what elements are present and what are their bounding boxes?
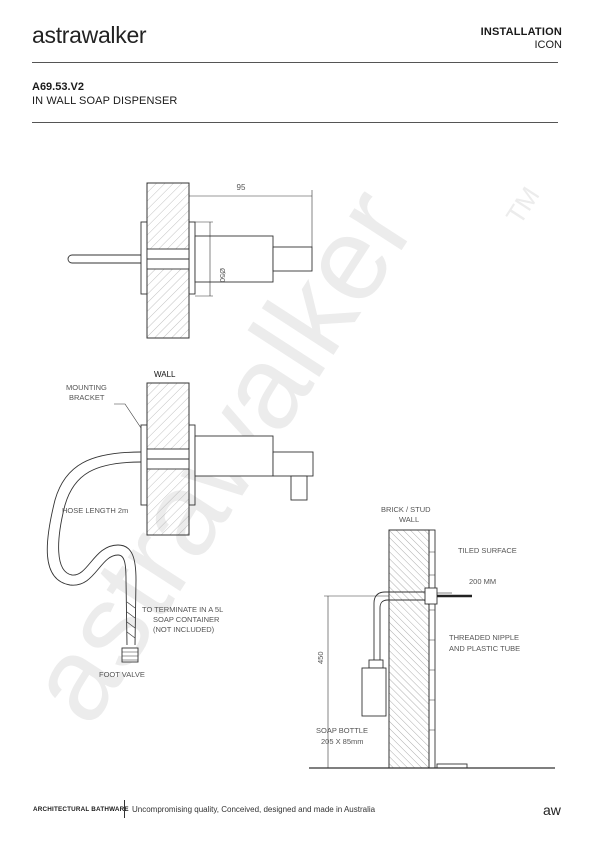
dimension-450: 450 bbox=[316, 651, 325, 664]
label-threaded-1: THREADED NIPPLE bbox=[449, 633, 519, 642]
flange-left-mid bbox=[140, 424, 148, 506]
flange-left-top bbox=[140, 221, 148, 295]
top-section-view bbox=[67, 182, 313, 339]
footer-tagline: Uncompromising quality, Conceived, desig… bbox=[132, 805, 376, 814]
label-threaded-2: AND PLASTIC TUBE bbox=[449, 644, 520, 653]
product-name: IN WALL SOAP DISPENSER bbox=[32, 95, 178, 107]
label-bracket: BRACKET bbox=[69, 393, 105, 402]
hose-section-view bbox=[46, 382, 314, 663]
document-type: INSTALLATION bbox=[480, 26, 562, 38]
dimension-95: 95 bbox=[237, 183, 246, 192]
skirting bbox=[436, 763, 468, 769]
label-brick-wall: WALL bbox=[399, 515, 419, 524]
label-hose-length: HOSE LENGTH 2m bbox=[62, 506, 128, 515]
label-terminate-2: SOAP CONTAINER bbox=[153, 615, 220, 624]
flange-right-top bbox=[188, 221, 196, 295]
footer-logo: aw bbox=[543, 802, 561, 818]
hose-braid bbox=[126, 601, 136, 639]
bottle-cap bbox=[368, 659, 384, 669]
header-divider bbox=[32, 62, 558, 63]
nozzle-arm-mid bbox=[272, 451, 314, 477]
product-code: A69.53.V2 bbox=[32, 81, 84, 93]
dispenser-body-mid bbox=[194, 435, 274, 477]
label-brick-stud: BRICK / STUD bbox=[381, 505, 431, 514]
plastic-tube-inner bbox=[379, 599, 425, 664]
dispenser-body-top bbox=[194, 235, 274, 283]
inlet-pipe-top bbox=[67, 254, 141, 264]
title-divider bbox=[32, 122, 558, 123]
label-soap-bottle: SOAP BOTTLE bbox=[316, 726, 368, 735]
mounting-bracket-leader bbox=[114, 403, 142, 429]
dimension-diameter: Ø50 bbox=[218, 268, 227, 282]
hose-inner bbox=[58, 461, 142, 646]
foot-valve-shape bbox=[121, 647, 139, 663]
label-bottle-size: 205 X 85mm bbox=[321, 737, 364, 746]
label-wall: WALL bbox=[154, 370, 176, 379]
nozzle-spout-mid bbox=[290, 475, 308, 501]
label-terminate-3: (NOT INCLUDED) bbox=[153, 625, 215, 634]
label-terminate-1: TO TERMINATE IN A 5L bbox=[142, 605, 223, 614]
label-mounting: MOUNTING bbox=[66, 383, 107, 392]
brick-stud-wall bbox=[388, 529, 430, 769]
label-200mm: 200 MM bbox=[469, 577, 496, 586]
wall-fitting bbox=[424, 587, 438, 605]
footer-company: ARCHITECTURAL BATHWARE bbox=[33, 806, 129, 813]
wall-install-view bbox=[309, 529, 555, 769]
tiled-surface-layer bbox=[428, 529, 436, 769]
document-subtitle: ICON bbox=[534, 39, 563, 51]
plastic-tube-outer bbox=[373, 591, 425, 664]
soap-bottle-shape bbox=[361, 667, 387, 717]
label-tiled-surface: TILED SURFACE bbox=[458, 546, 517, 555]
hose-outer bbox=[46, 451, 142, 646]
label-foot-valve: FOOT VALVE bbox=[99, 670, 145, 679]
brand-logo: astrawalker bbox=[32, 22, 147, 48]
nozzle-top bbox=[272, 246, 313, 272]
flange-right-mid bbox=[188, 424, 196, 506]
footer-divider bbox=[124, 800, 125, 818]
